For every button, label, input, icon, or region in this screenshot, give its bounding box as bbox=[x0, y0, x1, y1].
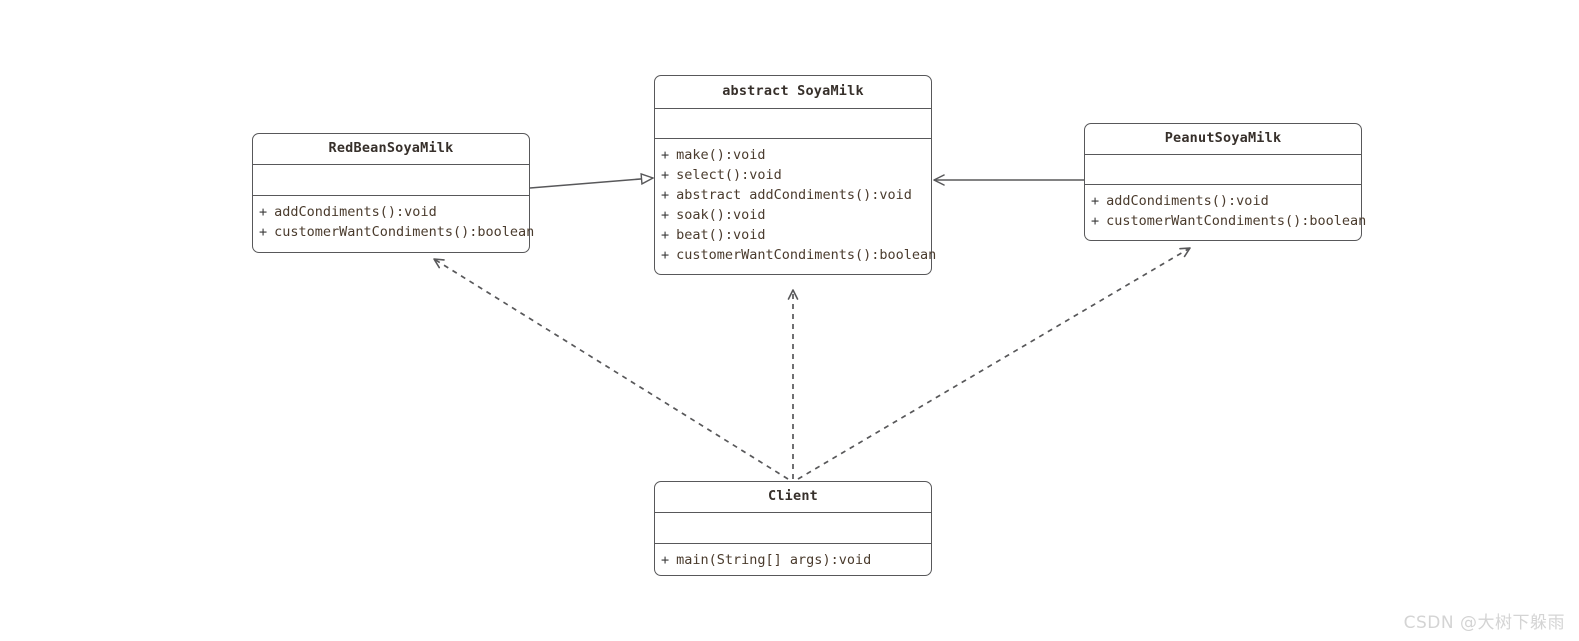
uml-method: + soak():void bbox=[655, 205, 931, 225]
method-signature: customerWantCondiments():boolean bbox=[1106, 213, 1367, 229]
visibility-marker: + bbox=[661, 227, 670, 243]
uml-attributes-compartment bbox=[253, 165, 529, 196]
uml-class-name: Client bbox=[655, 482, 931, 513]
visibility-marker: + bbox=[661, 147, 670, 163]
visibility-marker: + bbox=[1091, 193, 1100, 209]
uml-class-name: abstract SoyaMilk bbox=[655, 76, 931, 109]
uml-attributes-compartment bbox=[655, 109, 931, 139]
uml-method: + abstract addCondiments():void bbox=[655, 185, 931, 205]
uml-class-client[interactable]: Client + main(String[] args):void bbox=[654, 481, 932, 576]
uml-class-peanutsoyamilk[interactable]: PeanutSoyaMilk + addCondiments():void + … bbox=[1084, 123, 1366, 241]
relation-client-uses-peanut bbox=[797, 247, 1191, 480]
uml-methods-compartment: + addCondiments():void + customerWantCon… bbox=[253, 196, 534, 250]
uml-attributes-compartment bbox=[655, 513, 931, 544]
uml-method: + customerWantCondiments():boolean bbox=[1085, 211, 1366, 231]
method-signature: addCondiments():void bbox=[1106, 193, 1269, 209]
visibility-marker: + bbox=[661, 247, 670, 263]
uml-methods-compartment: + addCondiments():void + customerWantCon… bbox=[1085, 185, 1366, 239]
method-signature: beat():void bbox=[676, 227, 766, 243]
method-signature: customerWantCondiments():boolean bbox=[274, 224, 535, 240]
uml-class-name: PeanutSoyaMilk bbox=[1085, 124, 1361, 155]
uml-method: + addCondiments():void bbox=[1085, 191, 1361, 211]
uml-methods-compartment: + main(String[] args):void bbox=[655, 544, 931, 574]
uml-attributes-compartment bbox=[1085, 155, 1361, 185]
method-signature: soak():void bbox=[676, 207, 766, 223]
method-signature: addCondiments():void bbox=[274, 204, 437, 220]
relation-redbean-extends-soyamilk bbox=[529, 178, 653, 189]
visibility-marker: + bbox=[1091, 213, 1100, 229]
uml-method: + customerWantCondiments():boolean bbox=[253, 222, 534, 242]
uml-class-name: RedBeanSoyaMilk bbox=[253, 134, 529, 165]
visibility-marker: + bbox=[661, 167, 670, 183]
uml-class-redbeansoyamilk[interactable]: RedBeanSoyaMilk + addCondiments():void +… bbox=[252, 133, 534, 253]
method-signature: customerWantCondiments():boolean bbox=[676, 247, 937, 263]
visibility-marker: + bbox=[661, 552, 670, 568]
method-signature: abstract addCondiments():void bbox=[676, 187, 912, 203]
uml-method: + addCondiments():void bbox=[253, 202, 529, 222]
method-signature: make():void bbox=[676, 147, 766, 163]
watermark-text: CSDN @大树下躲雨 bbox=[1403, 613, 1565, 633]
uml-method: + customerWantCondiments():boolean bbox=[655, 245, 936, 265]
uml-methods-compartment: + make():void + select():void + abstract… bbox=[655, 139, 936, 272]
visibility-marker: + bbox=[259, 224, 268, 240]
uml-method: + select():void bbox=[655, 165, 931, 185]
uml-class-soyamilk[interactable]: abstract SoyaMilk + make():void + select… bbox=[654, 75, 936, 275]
uml-method: + make():void bbox=[655, 145, 931, 165]
method-signature: select():void bbox=[676, 167, 782, 183]
uml-method: + beat():void bbox=[655, 225, 931, 245]
visibility-marker: + bbox=[661, 207, 670, 223]
relation-client-uses-redbean bbox=[433, 258, 789, 480]
uml-method: + main(String[] args):void bbox=[655, 550, 931, 570]
method-signature: main(String[] args):void bbox=[676, 552, 872, 568]
visibility-marker: + bbox=[661, 187, 670, 203]
visibility-marker: + bbox=[259, 204, 268, 220]
